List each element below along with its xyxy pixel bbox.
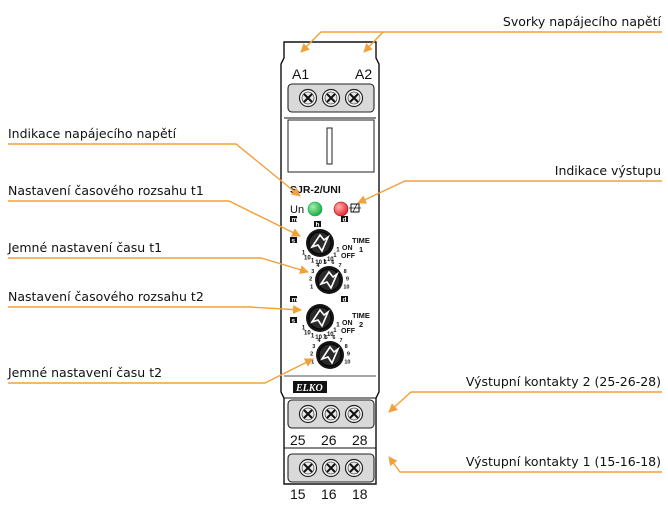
- on-label-1: ON: [342, 245, 353, 252]
- off-label-1: OFF: [341, 253, 356, 260]
- terminal-a2: A2: [355, 66, 372, 82]
- range-scale-t2-label-1: 10: [304, 330, 311, 336]
- screw-25: [298, 404, 318, 424]
- fine-scale-t2-label-2: 3: [312, 344, 315, 350]
- fine-scale-t2-label-9: 10: [344, 359, 350, 365]
- annotation-supply-indication: Indikace napájecího napětí: [8, 126, 177, 141]
- screw-a2-left: [321, 88, 341, 108]
- annotation-contacts-1: Výstupní kontakty 1 (15-16-18): [466, 454, 661, 469]
- un-label: Un: [290, 204, 304, 216]
- fine-scale-t1-label-7: 8: [344, 269, 347, 275]
- range-scale-t2-label-5: 10: [327, 332, 334, 338]
- range-scale-t2-label-3: 10: [315, 335, 322, 341]
- fine-scale-t2-label-1: 2: [310, 352, 313, 358]
- fine-scale-t1-label-2: 3: [311, 269, 314, 275]
- off-label-2: OFF: [341, 328, 356, 335]
- annotation-output-indication: Indikace výstupu: [555, 163, 661, 178]
- time-num-2: 2: [359, 320, 363, 329]
- brand-label: ELKO: [295, 383, 323, 394]
- terminal-18: 18: [352, 486, 368, 502]
- on-label-2: ON: [342, 320, 353, 327]
- fine-scale-t1-label-1: 2: [309, 277, 312, 283]
- fine-scale-t1-label-6: 7: [338, 263, 341, 269]
- annotation-fine-t1: Jemné nastavení času t1: [7, 240, 162, 255]
- range-scale-t1-label-1: 10: [304, 255, 311, 261]
- fine-scale-t1-label-4: 5: [324, 260, 327, 266]
- svg-text:m: m: [292, 216, 298, 223]
- range-scale-t1-label-0: 1: [302, 251, 306, 257]
- fine-scale-t2-label-8: 9: [347, 352, 350, 358]
- range-scale-t1-label-5: 10: [327, 257, 334, 263]
- screw-16: [321, 458, 341, 478]
- terminal-26: 26: [321, 432, 337, 448]
- fine-scale-t2-label-4: 5: [325, 335, 328, 341]
- annotation-range-t1: Nastavení časového rozsahu t1: [8, 183, 204, 198]
- svg-text:s: s: [292, 237, 296, 244]
- svg-text:s: s: [292, 317, 296, 324]
- green-led: [307, 201, 323, 217]
- range-marks-t2: m d s: [290, 296, 348, 324]
- fine-scale-t2-label-6: 7: [339, 338, 342, 344]
- screw-26: [321, 404, 341, 424]
- relay-output-icon: [349, 203, 361, 213]
- terminal-16: 16: [321, 486, 337, 502]
- brand-logo: [293, 381, 327, 393]
- terminal-25: 25: [290, 432, 306, 448]
- time-label-2: TIME: [352, 311, 370, 320]
- svg-text:h: h: [316, 221, 320, 228]
- screw-18: [344, 458, 364, 478]
- annotation-contacts-2: Výstupní kontakty 2 (25-26-28): [466, 374, 661, 389]
- fine-scale-t2-label-7: 8: [345, 344, 348, 350]
- fine-scale-t1-label-5: 6: [331, 260, 334, 266]
- svg-text:d: d: [343, 296, 347, 303]
- svg-text:d: d: [343, 216, 347, 223]
- fine-knob-t1[interactable]: [314, 265, 344, 295]
- red-led: [333, 201, 349, 217]
- callout-lines: [8, 31, 662, 473]
- range-scale-t2-label-4: 1: [323, 335, 327, 341]
- annotation-fine-t2: Jemné nastavení času t2: [7, 365, 162, 380]
- range-scale-t1-label-4: 1: [323, 260, 327, 266]
- fine-scale-t2-label-3: 4: [317, 338, 321, 344]
- annotation-range-t2: Nastavení časového rozsahu t2: [8, 289, 204, 304]
- fine-scale-t1-label-3: 4: [316, 263, 320, 269]
- range-scale-t1-label-7: 1: [336, 248, 340, 254]
- annotation-supply-terminals: Svorky napájecího napětí: [503, 14, 662, 29]
- time-num-1: 1: [359, 245, 363, 254]
- range-scale-t2-label-0: 1: [302, 326, 306, 332]
- range-scale-t1-label-3: 10: [315, 260, 322, 266]
- fine-scale-t1-label-9: 10: [343, 284, 349, 290]
- range-scale-t2-label-7: 1: [336, 323, 340, 329]
- fine-knob-t2[interactable]: [315, 340, 345, 370]
- range-knob-t1[interactable]: [305, 228, 335, 258]
- range-marks-t1: m h d s: [290, 216, 348, 244]
- terminal-a1: A1: [292, 66, 309, 82]
- screw-28: [344, 404, 364, 424]
- range-scale-t1-label-6: 1: [333, 253, 337, 259]
- range-knob-t2[interactable]: [305, 303, 335, 333]
- fine-scale-t1-label-0: 1: [310, 284, 313, 290]
- range-scale-t1-label-2: 1: [311, 259, 315, 265]
- model-label: SJR-2/UNI: [290, 184, 341, 196]
- fine-scale-t1-label-8: 9: [346, 277, 349, 283]
- range-scale-t2-label-2: 1: [311, 334, 315, 340]
- terminal-15: 15: [290, 486, 306, 502]
- terminal-28: 28: [352, 432, 368, 448]
- fine-scale-t2-label-5: 6: [332, 335, 335, 341]
- screw-15: [298, 458, 318, 478]
- screw-a2: [344, 88, 364, 108]
- screw-a1: [298, 88, 318, 108]
- range-scale-t2-label-6: 1: [333, 328, 337, 334]
- svg-text:m: m: [292, 296, 298, 303]
- time-label-1: TIME: [352, 236, 370, 245]
